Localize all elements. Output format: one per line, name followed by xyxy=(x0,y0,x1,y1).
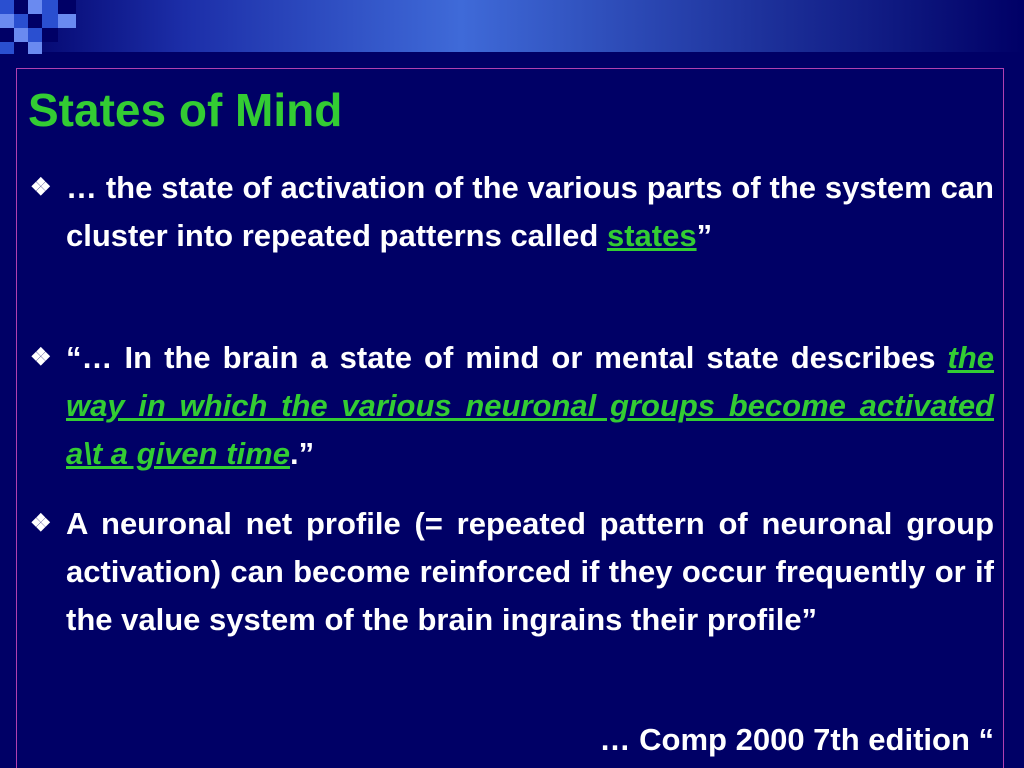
highlight-phrase: the way in which the various neuronal gr… xyxy=(66,340,994,471)
bullet-lead: “… In the brain a state of mind or menta… xyxy=(66,340,948,375)
diamond-bullet-icon: ❖ xyxy=(30,510,52,537)
bullet-text: A neuronal net profile (= repeated patte… xyxy=(66,500,994,644)
content-frame xyxy=(16,68,1004,768)
bullet-item-3: ❖ A neuronal net profile (= repeated pat… xyxy=(30,500,994,644)
bullet-text: “… In the brain a state of mind or menta… xyxy=(66,334,994,478)
bullet-item-1: ❖ … the state of activation of the vario… xyxy=(30,164,994,260)
bullet-lead: A neuronal net profile (= repeated patte… xyxy=(66,506,994,637)
diamond-bullet-icon: ❖ xyxy=(30,344,52,371)
bullet-tail: ” xyxy=(696,218,713,253)
header-band xyxy=(0,0,1024,52)
highlight-term: states xyxy=(606,218,697,253)
source-credit: … Comp 2000 7th edition “ xyxy=(599,722,994,757)
slide-title: States of Mind xyxy=(28,84,343,136)
bullet-item-2: ❖ “… In the brain a state of mind or men… xyxy=(30,334,994,478)
bullet-text: … the state of activation of the various… xyxy=(66,164,994,260)
bullet-lead: … the state of activation of the various… xyxy=(66,170,994,253)
bullet-tail: .” xyxy=(289,436,315,471)
diamond-bullet-icon: ❖ xyxy=(30,174,52,201)
